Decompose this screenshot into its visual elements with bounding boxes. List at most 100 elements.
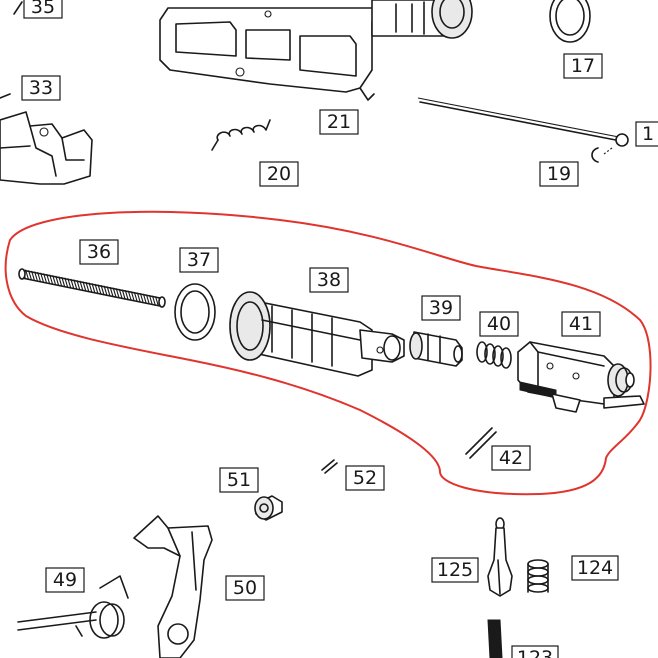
label-123: 123 xyxy=(511,645,559,658)
label-17: 17 xyxy=(563,53,603,79)
spring-coil xyxy=(79,280,84,291)
part-20-spring xyxy=(211,119,271,151)
spring-coil xyxy=(148,294,153,306)
part-33-sight xyxy=(0,93,93,185)
part-51-bushing xyxy=(254,495,283,521)
spring-coil xyxy=(64,277,69,288)
spring-coil xyxy=(67,278,72,289)
spring-coil xyxy=(85,281,90,293)
part-36-main-spring xyxy=(18,268,166,308)
spring-coil xyxy=(37,271,42,283)
part-37-o-ring xyxy=(174,283,216,341)
label-41: 41 xyxy=(561,311,601,337)
spring-coil xyxy=(112,287,117,298)
spring-coil xyxy=(40,272,45,283)
label-38: 38 xyxy=(309,267,349,293)
label-49: 49 xyxy=(45,567,85,593)
svg-text:33: 33 xyxy=(29,77,53,99)
spring-coil xyxy=(145,294,150,305)
svg-text:20: 20 xyxy=(267,163,291,185)
part-19-rod xyxy=(417,97,629,163)
label-35: 35 xyxy=(23,0,63,19)
spring-coil xyxy=(52,275,57,286)
svg-text:38: 38 xyxy=(317,269,341,291)
spring-coil xyxy=(109,286,114,298)
part-40-spring xyxy=(476,341,512,369)
label-124: 124 xyxy=(571,555,619,581)
spring-coil xyxy=(127,290,132,301)
highlight-group-outline xyxy=(4,210,652,496)
part-123-spring xyxy=(487,619,503,658)
spring-coil xyxy=(151,295,156,306)
spring-coil xyxy=(24,269,30,280)
svg-text:21: 21 xyxy=(327,111,351,133)
spring-coil xyxy=(73,279,78,290)
label-20: 20 xyxy=(259,161,299,187)
spring-coil xyxy=(118,288,123,300)
svg-text:123: 123 xyxy=(517,647,553,658)
part-41-chamber xyxy=(517,341,645,413)
label-21: 21 xyxy=(319,109,359,135)
label-37: 37 xyxy=(179,247,219,273)
label-40: 40 xyxy=(479,311,519,337)
spring-coil xyxy=(142,293,147,305)
label-39: 39 xyxy=(421,295,461,321)
label-125: 125 xyxy=(431,557,479,583)
spring-coil xyxy=(130,291,135,302)
svg-text:1: 1 xyxy=(642,123,654,145)
svg-text:36: 36 xyxy=(87,241,111,263)
spring-coil xyxy=(28,270,33,281)
spring-coil xyxy=(136,292,141,303)
spring-coil xyxy=(94,283,99,295)
spring-coil xyxy=(133,291,138,303)
spring-coil xyxy=(49,274,54,285)
spring-coil xyxy=(124,289,129,301)
part-21-cover-plate xyxy=(159,7,387,101)
spring-coil xyxy=(34,271,39,282)
label-51: 51 xyxy=(219,467,259,493)
spring-coil xyxy=(139,293,144,304)
spring-coil xyxy=(76,280,81,291)
label-36: 36 xyxy=(79,239,119,265)
svg-text:40: 40 xyxy=(487,313,511,335)
label-42: 42 xyxy=(491,445,531,471)
spring-coil xyxy=(46,273,51,285)
label-19: 19 xyxy=(539,161,579,187)
part-38-cylinder xyxy=(229,291,405,377)
svg-text:35: 35 xyxy=(31,0,55,18)
svg-text:50: 50 xyxy=(233,577,257,599)
label-52: 52 xyxy=(345,465,385,491)
spring-coil xyxy=(70,278,75,290)
part-42-pin xyxy=(465,427,497,459)
part-35-pin xyxy=(13,1,23,15)
spring-coil xyxy=(100,285,105,296)
svg-text:19: 19 xyxy=(547,163,571,185)
spring-coil xyxy=(58,276,63,287)
spring-coil xyxy=(97,284,102,295)
svg-text:42: 42 xyxy=(499,447,523,469)
spring-coil xyxy=(82,281,87,292)
part-39-nozzle xyxy=(409,331,463,367)
svg-text:124: 124 xyxy=(577,557,613,579)
spring-coil xyxy=(31,270,36,282)
svg-text:51: 51 xyxy=(227,469,251,491)
part-50-trigger xyxy=(133,515,213,658)
part-52-pin xyxy=(321,459,338,474)
spring-coil xyxy=(103,285,108,296)
svg-text:49: 49 xyxy=(53,569,77,591)
spring-coil xyxy=(106,286,111,297)
spring-coil xyxy=(55,275,60,287)
spring-coil xyxy=(115,288,120,299)
part-125-tool xyxy=(487,517,513,597)
svg-text:125: 125 xyxy=(437,559,473,581)
svg-text:41: 41 xyxy=(569,313,593,335)
spring-coil xyxy=(154,296,160,307)
spring-coil xyxy=(121,289,126,300)
part-124-spring xyxy=(527,559,549,593)
spring-coil xyxy=(61,276,66,288)
label-50: 50 xyxy=(225,575,265,601)
svg-text:37: 37 xyxy=(187,249,211,271)
svg-text:17: 17 xyxy=(571,55,595,77)
part-cylinder-top xyxy=(371,0,473,39)
